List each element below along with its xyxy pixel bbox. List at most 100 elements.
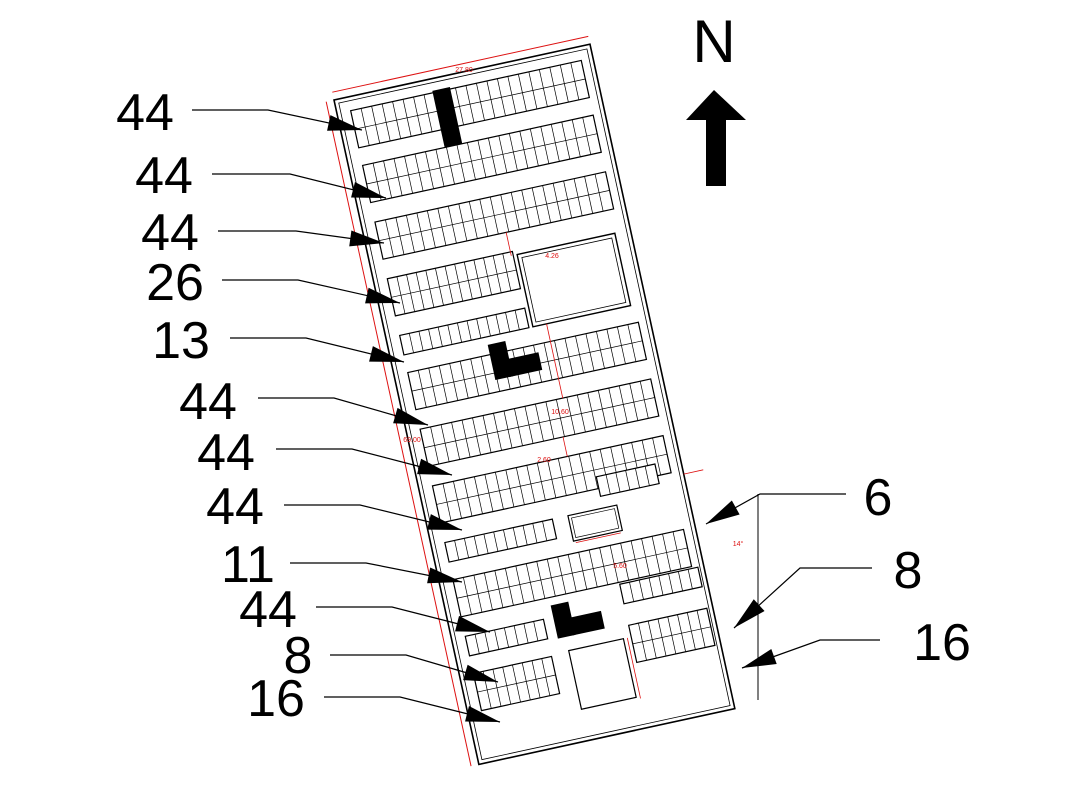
panel-row — [386, 250, 522, 317]
leader-line — [222, 279, 401, 304]
panel-divider — [512, 527, 518, 548]
open-area — [567, 637, 637, 710]
open-area-inner — [571, 508, 620, 538]
north-arrow-icon — [686, 90, 746, 186]
panel-divider — [687, 569, 693, 589]
panel-divider — [513, 625, 519, 646]
leader-line — [733, 567, 872, 629]
panel-row — [619, 566, 703, 605]
panel-divider — [514, 310, 520, 330]
panel-divider — [503, 529, 509, 550]
building-outline-inner — [338, 48, 731, 761]
open-area — [516, 232, 632, 328]
panel-divider — [638, 579, 644, 600]
shaft-block — [432, 87, 463, 148]
leader-line — [276, 448, 453, 476]
north-label: N — [692, 8, 735, 75]
leader-arrowhead — [734, 599, 765, 628]
panel-divider — [474, 634, 480, 654]
panel-divider — [456, 547, 688, 599]
count-label: 6 — [864, 469, 893, 527]
panel-row — [398, 307, 530, 356]
count-label: 8 — [894, 542, 923, 600]
panel-row — [472, 655, 561, 712]
count-label: 16 — [247, 670, 305, 728]
panel-divider — [644, 466, 650, 486]
panel-divider — [457, 322, 462, 343]
panel-divider — [428, 329, 434, 349]
panel-divider — [408, 333, 414, 353]
panel-row-outline — [444, 518, 558, 563]
panel-divider — [483, 533, 489, 554]
leader-arrowhead — [455, 615, 490, 632]
leader-arrowhead — [417, 458, 452, 475]
panel-divider — [484, 632, 490, 652]
panel-divider — [494, 629, 500, 650]
building-outline — [333, 43, 736, 766]
dimension-gap-b: 10.60 — [551, 409, 569, 416]
dimension-line — [626, 637, 641, 699]
leader-arrowhead — [365, 287, 400, 304]
count-label: 44 — [179, 373, 237, 431]
panel-divider — [632, 626, 711, 645]
panel-divider — [542, 521, 548, 541]
panel-divider — [677, 571, 683, 592]
leader-arrowhead — [465, 705, 500, 722]
panel-divider — [437, 326, 443, 347]
panel-row — [431, 434, 672, 524]
panel-row — [452, 528, 693, 618]
panel-divider — [505, 312, 511, 332]
panel-row — [419, 378, 660, 468]
leader-arrowhead — [369, 346, 404, 362]
panel-divider — [378, 190, 610, 241]
dimension-left-length: 69.00 — [403, 437, 421, 444]
leader-line — [284, 504, 463, 531]
panel-row — [595, 463, 660, 498]
dimension-line — [575, 532, 621, 544]
dimension-line — [546, 323, 564, 399]
dimension-line — [562, 436, 568, 457]
leader-arrowhead — [327, 115, 362, 131]
leader-lines — [192, 109, 880, 723]
panel-row — [444, 518, 558, 563]
count-label: 16 — [913, 614, 971, 672]
panel-divider — [485, 316, 491, 337]
panel-divider — [495, 314, 501, 335]
leader-arrowhead — [427, 514, 462, 530]
shaft-block — [550, 601, 576, 639]
roof-plan — [325, 35, 736, 767]
leader-arrowhead — [351, 181, 386, 198]
panel-divider — [354, 78, 586, 130]
open-area-inner — [521, 237, 627, 323]
panel-row — [361, 114, 602, 204]
count-label: 44 — [135, 147, 193, 205]
panel-row — [374, 171, 615, 260]
leader-arrowhead — [427, 567, 462, 584]
leader-arrowhead — [706, 500, 740, 524]
dimension-line — [683, 469, 704, 475]
panel-divider — [466, 320, 472, 341]
panel-row — [464, 618, 549, 657]
dimension-line — [505, 232, 512, 256]
leader-arrowhead — [393, 407, 428, 425]
panel-divider — [476, 318, 482, 339]
leader-arrowhead — [349, 230, 384, 247]
panel-row — [627, 607, 716, 664]
panel-divider — [522, 525, 528, 546]
panel-row-outline — [398, 307, 530, 356]
panel-divider — [477, 674, 556, 693]
panel-divider — [625, 470, 631, 490]
right-count-labels: 6 8 16 — [864, 469, 971, 672]
panel-divider — [629, 582, 635, 602]
count-label: 44 — [239, 581, 297, 639]
open-area — [567, 504, 624, 542]
leader-arrowhead — [463, 664, 498, 682]
panel-divider — [447, 324, 453, 345]
left-count-labels: 44 44 44 26 13 44 44 44 11 44 8 16 — [116, 84, 312, 728]
panel-divider — [391, 269, 517, 298]
panel-divider — [493, 531, 499, 552]
panel-divider — [523, 623, 529, 644]
dimension-gap-a: 4.26 — [545, 253, 559, 260]
panel-divider — [648, 577, 654, 598]
